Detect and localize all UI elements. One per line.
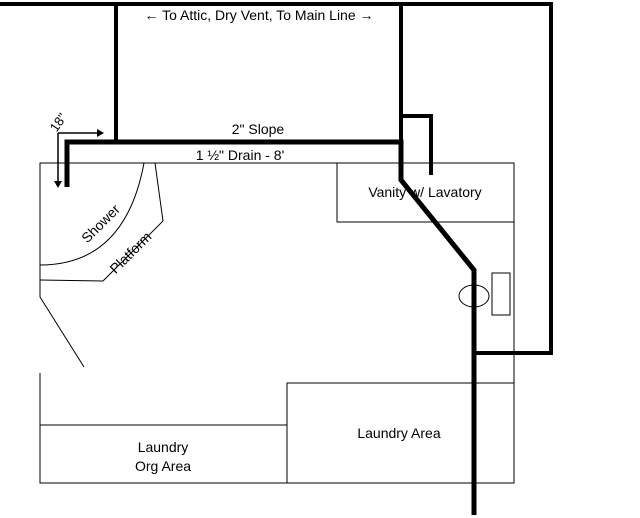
main-drain-pipe — [64, 139, 477, 515]
dry-vent-lines — [0, 2, 553, 355]
slope-label: 2" Slope — [232, 121, 285, 137]
shower-enclosure — [39, 162, 164, 368]
laundry-org-label-line2: Org Area — [135, 458, 191, 474]
dimension-18-label: 18" — [47, 110, 70, 135]
toilet — [458, 272, 511, 316]
dimension-arrow-18 — [54, 129, 104, 188]
laundry-org-label-line1: Laundry — [138, 439, 189, 455]
shower-label: Shower — [78, 201, 123, 246]
drain-size-label: 1 ½" Drain - 8' — [196, 147, 285, 163]
vanity-cabinet — [336, 162, 515, 223]
vanity-label: Vanity w/ Lavatory — [368, 184, 481, 200]
laundry-area — [286, 382, 515, 484]
platform-label: Platform — [106, 228, 154, 276]
laundry-area-label: Laundry Area — [357, 425, 440, 441]
vent-destination-label: ← To Attic, Dry Vent, To Main Line → — [144, 7, 373, 23]
